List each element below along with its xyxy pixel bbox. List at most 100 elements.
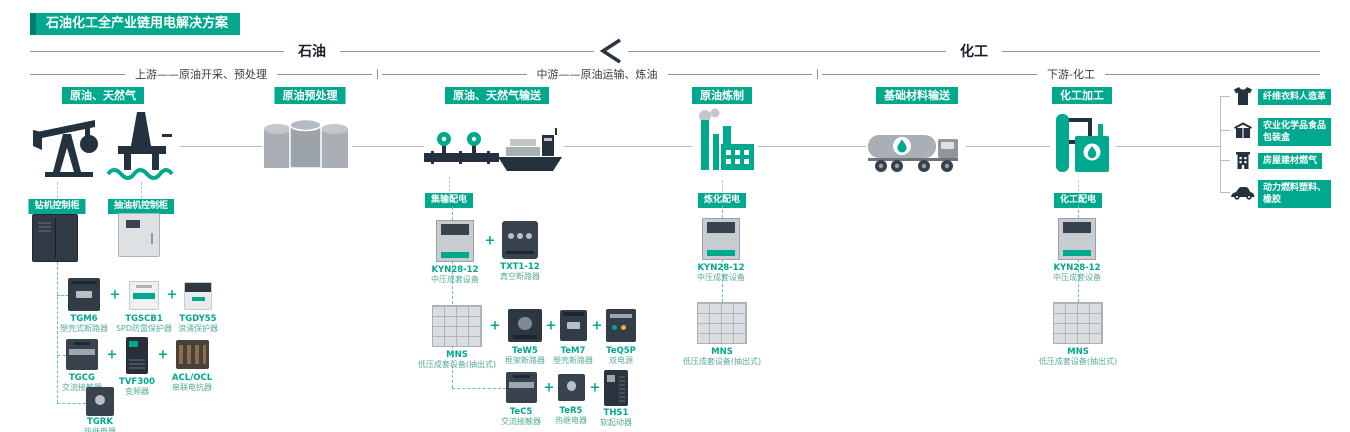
- oil-drop-icon: [897, 139, 907, 153]
- divider-line: [30, 50, 284, 52]
- device-ter5-image: [558, 374, 585, 401]
- device-ths1-image: [604, 370, 628, 406]
- product-desc: 低压成套设备(抽出式): [417, 360, 497, 370]
- chain-line: [758, 146, 866, 147]
- cabinet-mns-refinery-image: [697, 302, 747, 344]
- device-acl-ocl-image: [176, 340, 209, 369]
- product-desc: 热继电器: [555, 416, 587, 426]
- product-desc: 低压成套设备(抽出式): [682, 357, 762, 367]
- product-label-tvf300: TVF300 变频器: [119, 377, 155, 397]
- end-use-badge-fuel: 动力燃料塑料、 橡胶: [1258, 180, 1332, 209]
- chemical-plant-icon: [1056, 114, 1109, 172]
- product-label-mns-chemical: MNS 低压成套设备(抽出式): [1039, 347, 1117, 367]
- tree-line: [57, 262, 58, 403]
- band-chemical: 化工: [628, 43, 1320, 60]
- divider-line: [1002, 50, 1320, 52]
- product-desc: 变频器: [125, 387, 149, 397]
- plus-sign: +: [484, 233, 496, 249]
- product-name: TeC5: [509, 407, 533, 417]
- product-name: MNS: [446, 350, 468, 360]
- chain-line: [966, 146, 1050, 147]
- product-label-kyn28-chemical: KYN28-12 中压成套设备: [1053, 263, 1101, 283]
- chevron-left-icon: [599, 38, 621, 64]
- phase-downstream: 下游-化工: [822, 66, 1321, 82]
- product-desc: 中压成套设备: [697, 273, 745, 283]
- product-label-kyn28-gathering: KYN28-12 中压成套设备: [431, 265, 479, 285]
- stage-badge-processing: 化工加工: [1052, 87, 1112, 104]
- tree-line: [57, 355, 66, 356]
- divider-line: [382, 73, 527, 75]
- product-label-ter5: TeR5 热继电器: [555, 406, 587, 426]
- drop-line: [57, 182, 58, 198]
- chain-line: [1220, 96, 1230, 97]
- product-label-kyn28-refinery: KYN28-12 中压成套设备: [697, 263, 745, 283]
- drop-line: [1078, 180, 1079, 192]
- cabinet-kyn28-chemical-image: [1058, 218, 1096, 260]
- product-name: MNS: [1067, 347, 1089, 357]
- stage-badge-transmission: 原油、天然气输送: [445, 87, 549, 104]
- package-box-icon: [1234, 122, 1252, 138]
- phase-midstream: 中游——原油运输、炼油: [382, 66, 812, 82]
- waves-icon: [106, 168, 174, 180]
- product-desc: 串联电抗器: [172, 383, 212, 393]
- device-tgm6-image: [68, 278, 100, 311]
- cabinet-mns-chemical-image: [1053, 302, 1103, 344]
- phase-upstream: 上游——原油开采、预处理: [30, 66, 372, 82]
- pipeline-valves-icon: [424, 132, 499, 164]
- product-desc: 交流接触器: [62, 383, 102, 393]
- phase-tick: [377, 69, 378, 79]
- chain-line: [1220, 160, 1230, 161]
- shirt-icon: [1234, 87, 1252, 105]
- product-label-mns-gathering: MNS 低压成套设备(抽出式): [418, 350, 496, 370]
- product-name: TXT1-12: [500, 262, 540, 272]
- car-icon: [1231, 187, 1255, 200]
- plus-sign: +: [489, 318, 501, 334]
- product-label-tem7: TeM7 塑壳断路器: [553, 346, 593, 366]
- pumping-cabinet-image: [118, 213, 160, 257]
- end-use-badge-housing: 房屋建材燃气: [1258, 153, 1323, 170]
- cabinet-kyn28-refinery-image: [702, 218, 740, 260]
- section-label-chemical: 化工: [960, 44, 988, 60]
- product-label-teq5p: TeQ5P 双电源: [606, 346, 636, 366]
- tree-line: [57, 403, 86, 404]
- product-name: TVF300: [119, 377, 155, 387]
- plus-sign: +: [106, 347, 118, 363]
- panel-badge-gathering: 集输配电: [424, 193, 474, 208]
- product-name: TeW5: [512, 346, 538, 356]
- device-tgrk-image: [86, 387, 114, 416]
- plus-sign: +: [157, 347, 169, 363]
- section-label-petroleum: 石油: [298, 44, 326, 60]
- device-teq5p-image: [606, 309, 636, 342]
- product-desc: 低压成套设备(抽出式): [1038, 357, 1118, 367]
- stage-badge-pretreatment: 原油预处理: [274, 87, 346, 104]
- plus-sign: +: [589, 380, 601, 396]
- page-title: 石油化工全产业链用电解决方案: [46, 16, 229, 31]
- tree-line: [57, 295, 68, 296]
- storage-tanks-icon: [264, 118, 348, 169]
- product-label-tgm6: TGM6 塑壳式断路器: [60, 314, 108, 334]
- band-petroleum: 石油: [30, 43, 594, 60]
- device-tvf300-image: [126, 337, 148, 374]
- device-tec5-image: [506, 372, 537, 403]
- device-tgdy55-image: [184, 282, 212, 310]
- end-use-bracket-line: [1220, 96, 1221, 192]
- chain-line: [1116, 146, 1220, 147]
- device-txt1-image: [502, 221, 538, 259]
- product-name: KYN28-12: [697, 263, 745, 273]
- phase-label-downstream: 下游-化工: [1047, 68, 1095, 81]
- product-name: TeQ5P: [606, 346, 636, 356]
- product-name: TeR5: [559, 406, 583, 416]
- product-name: TGCG: [69, 373, 95, 383]
- plus-sign: +: [166, 287, 178, 303]
- building-icon: [1236, 152, 1250, 169]
- chain-line: [352, 146, 424, 147]
- stage-badge-crude-gas: 原油、天然气: [62, 87, 144, 104]
- product-desc: SPD防雷保护器: [115, 324, 173, 334]
- product-desc: 中压成套设备: [431, 275, 479, 285]
- product-name: TeM7: [560, 346, 586, 356]
- plus-sign: +: [591, 318, 603, 334]
- product-label-ths1: THS1 软起动器: [600, 408, 632, 428]
- product-name: TGM6: [70, 314, 98, 324]
- panel-badge-chemical: 化工配电: [1053, 193, 1103, 208]
